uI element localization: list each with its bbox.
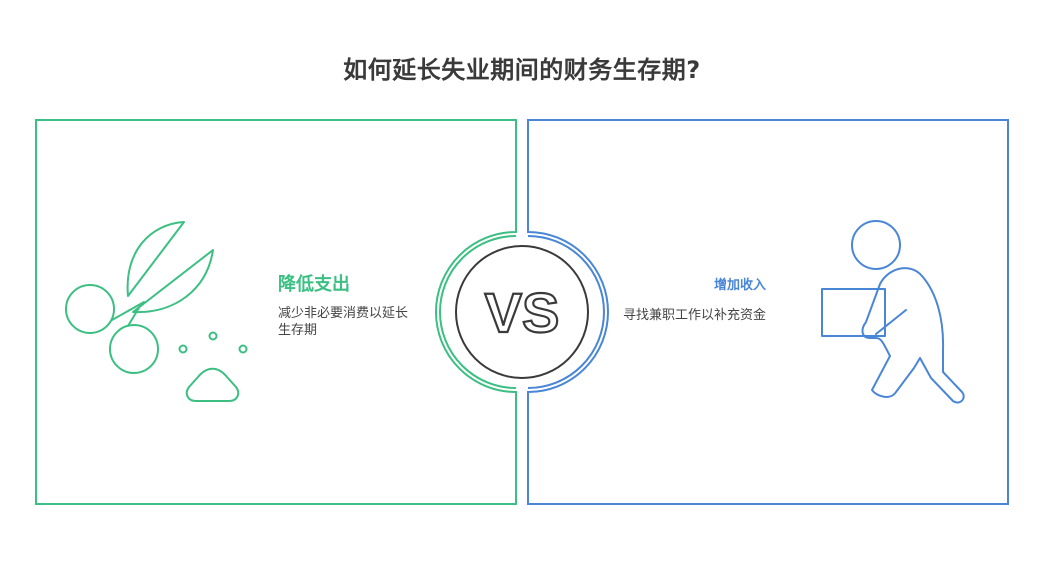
page-title: 如何延长失业期间的财务生存期? bbox=[343, 56, 701, 84]
vs-ring-left bbox=[439, 235, 517, 389]
right-option-heading: 增加收入 bbox=[713, 278, 766, 293]
left-option-heading: 降低支出 bbox=[278, 274, 350, 295]
vs-circle bbox=[455, 245, 589, 379]
right-panel bbox=[527, 119, 1009, 505]
left-option-description: 减少非必要消费以延长生存期 bbox=[278, 306, 409, 338]
vs-ring-right bbox=[527, 235, 605, 389]
vs-label: VS bbox=[456, 246, 588, 378]
vs-text-graphic: VS bbox=[484, 280, 561, 345]
person-carrying-box-icon bbox=[821, 220, 965, 404]
scissors-icon bbox=[65, 221, 248, 402]
right-option-description: 寻找兼职工作以补充资金 bbox=[622, 308, 766, 323]
vs-text: VS bbox=[485, 281, 560, 344]
left-panel bbox=[35, 119, 517, 505]
